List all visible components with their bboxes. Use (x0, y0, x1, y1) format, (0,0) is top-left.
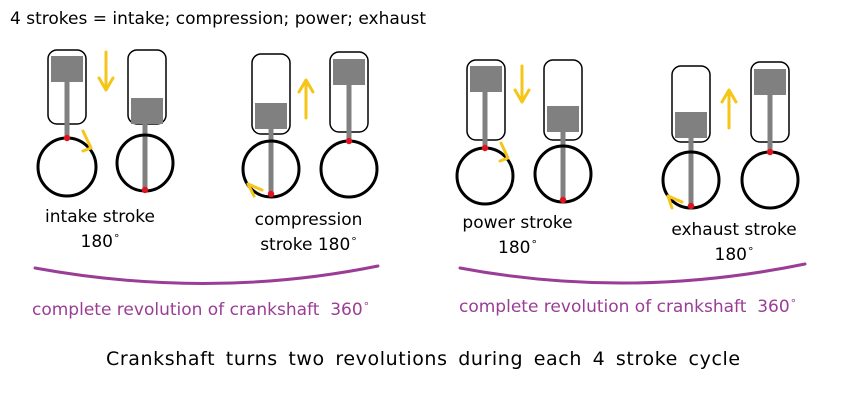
exhaust-stroke-group (661, 61, 800, 210)
crank-pin (267, 190, 275, 198)
stroke-name: intake stroke (45, 207, 155, 227)
down-arrow-icon (97, 50, 115, 92)
down-arrow-icon (513, 64, 531, 104)
stroke-degrees: 180° (498, 238, 537, 258)
up-arrow-icon (297, 78, 315, 120)
rotation-arrow-icon (498, 141, 510, 163)
power-stroke-label: power stroke 180° (455, 212, 580, 259)
crank-pin (63, 134, 71, 142)
footer-caption: Crankshaft turns two revolutions during … (106, 348, 741, 370)
crankshaft-circle (319, 139, 379, 199)
crank-pin (141, 186, 149, 194)
crank-pin (559, 196, 567, 204)
crank-pin (766, 148, 774, 156)
piston (51, 56, 83, 82)
piston (675, 112, 707, 138)
stroke-name: exhaust stroke (671, 220, 797, 240)
stroke-name-line1: compression (254, 210, 363, 230)
crank-pin (481, 144, 489, 152)
piston (470, 66, 502, 92)
revolution-brace (33, 264, 380, 286)
up-arrow-icon (720, 88, 738, 130)
rotation-arrow-icon (81, 129, 93, 153)
crank-pin (345, 137, 353, 145)
power-stroke-group (455, 59, 593, 206)
rotation-arrow-icon (246, 182, 264, 198)
piston (255, 103, 287, 129)
exhaust-stroke-label: exhaust stroke 180° (664, 219, 804, 266)
revolution-brace (458, 262, 807, 285)
compression-stroke-label: compression stroke 180° (246, 209, 371, 256)
page-title: 4 strokes = intake; compression; power; … (10, 9, 427, 29)
crankshaft-circle (455, 146, 515, 206)
intake-stroke-label: intake stroke 180° (40, 206, 160, 253)
piston (131, 98, 163, 124)
stroke-name: power stroke (462, 213, 573, 233)
revolution-caption: complete revolution of crankshaft 360° (459, 297, 797, 317)
rotation-arrow-icon (666, 194, 684, 210)
piston (547, 106, 579, 132)
compression-stroke-group (241, 51, 379, 199)
piston (333, 59, 365, 85)
crankshaft-circle (36, 136, 98, 198)
stroke-name-line2: stroke 180° (260, 235, 357, 255)
revolution-caption: complete revolution of crankshaft 360° (32, 300, 370, 320)
crankshaft-circle (740, 150, 800, 210)
crank-pin (687, 202, 695, 210)
intake-stroke-group (36, 49, 175, 198)
stroke-degrees: 180° (714, 245, 754, 265)
piston (754, 69, 786, 95)
stroke-degrees: 180° (80, 232, 120, 252)
